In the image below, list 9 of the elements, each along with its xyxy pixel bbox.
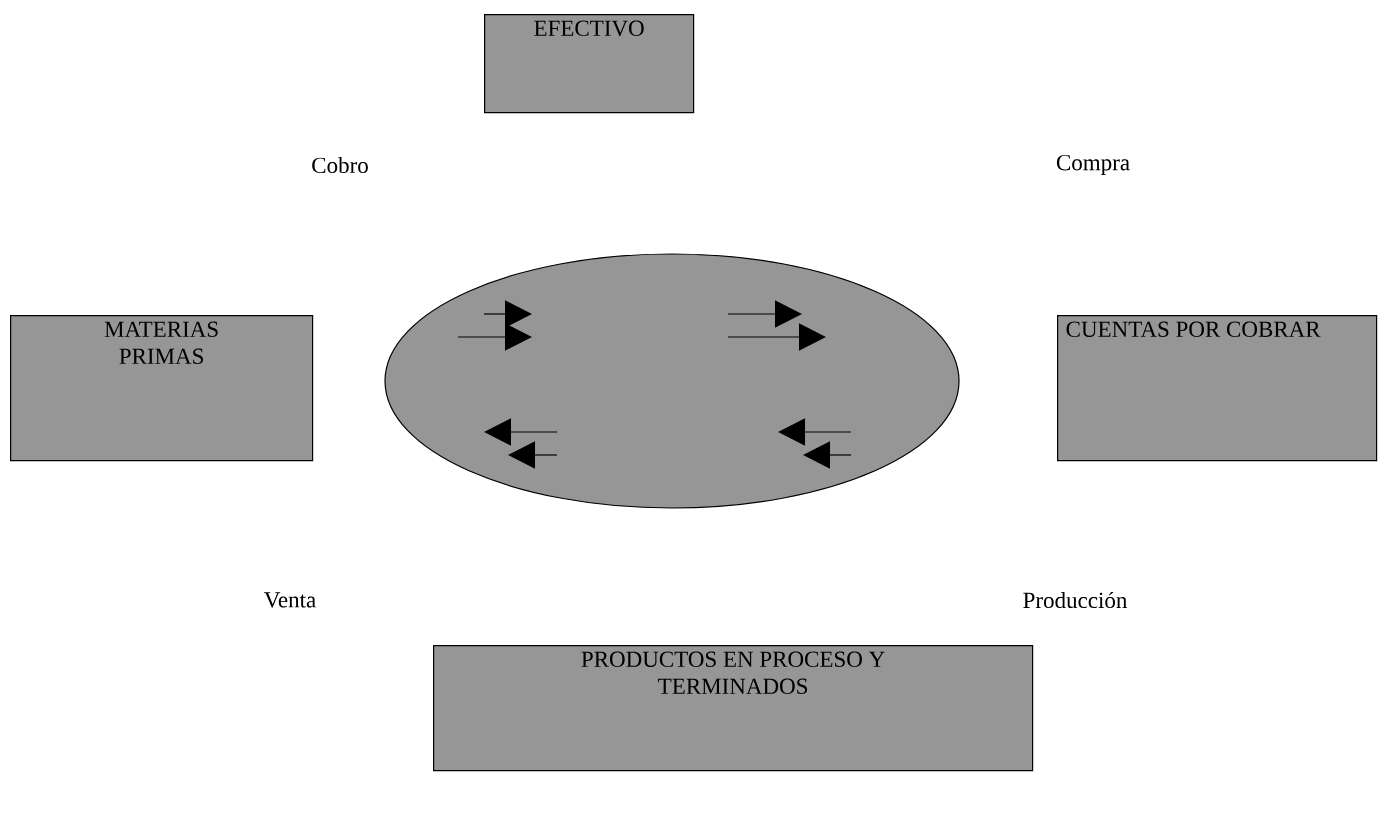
ellipse bbox=[384, 253, 960, 509]
flow-label: Producción bbox=[1023, 591, 1128, 609]
process-box: EFECTIVO bbox=[484, 14, 695, 114]
process-box: PRODUCTOS EN PROCESO Y TERMINADOS bbox=[433, 645, 1034, 772]
process-box: MATERIAS PRIMAS bbox=[10, 315, 314, 462]
process-box: CUENTAS POR COBRAR bbox=[1057, 315, 1378, 462]
flow-label: Venta bbox=[264, 592, 316, 608]
flow-label: Compra bbox=[1056, 154, 1130, 176]
flow-label: Cobro bbox=[312, 156, 368, 174]
